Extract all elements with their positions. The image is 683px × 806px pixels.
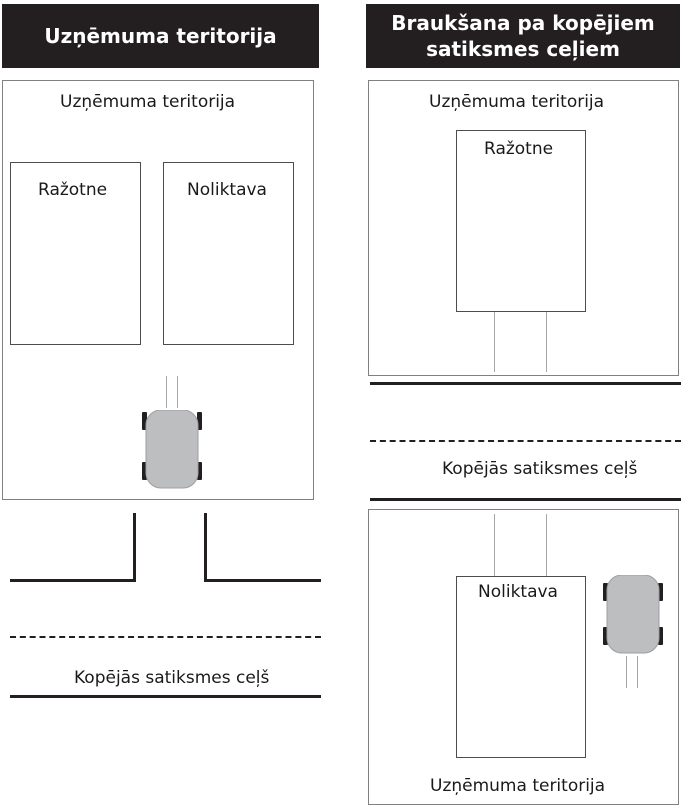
left-territory-label: Uzņēmuma teritorija <box>60 92 236 112</box>
left-road-label: Kopējās satiksmes ceļš <box>74 668 270 688</box>
right-bottom-track-left <box>494 514 495 576</box>
left-header: Uzņēmuma teritorija <box>2 4 319 68</box>
left-header-title: Uzņēmuma teritorija <box>44 24 277 48</box>
right-header-line2: satiksmes ceļiem <box>426 37 620 61</box>
right-car-track-right <box>637 656 638 688</box>
right-top-territory-panel <box>368 80 679 376</box>
left-road-centerline <box>10 636 321 638</box>
right-header-line1: Braukšana pa kopējiem <box>391 11 655 35</box>
car-icon <box>142 410 202 489</box>
right-road-centerline <box>370 440 681 442</box>
left-car-track-left <box>166 376 167 408</box>
car-body <box>145 410 199 489</box>
car-icon <box>603 575 663 654</box>
left-entrance-left-vertical <box>133 513 136 581</box>
left-territory-panel <box>2 80 314 500</box>
right-bottom-territory-label: Uzņēmuma teritorija <box>430 776 606 796</box>
left-entrance-right-vertical <box>204 513 207 581</box>
right-car-track-left <box>626 656 627 688</box>
left-production-box <box>10 162 141 345</box>
car-body <box>606 575 660 654</box>
right-road-bottom-edge <box>370 498 681 501</box>
right-bottom-track-right <box>546 514 547 576</box>
right-header: Braukšana pa kopējiem satiksmes ceļiem <box>366 4 680 68</box>
right-top-territory-label: Uzņēmuma teritorija <box>429 92 605 112</box>
right-warehouse-box <box>456 576 586 758</box>
right-top-track-right <box>546 312 547 372</box>
left-warehouse-box <box>163 162 294 345</box>
right-road-top-edge <box>370 382 681 385</box>
right-road-label: Kopējās satiksmes ceļš <box>442 459 638 479</box>
left-road-bottom-edge <box>10 695 321 698</box>
left-road-top-edge-left <box>10 579 136 582</box>
right-production-label: Ražotne <box>484 139 554 159</box>
right-top-track-left <box>494 312 495 372</box>
left-production-label: Ražotne <box>38 180 108 200</box>
right-production-box <box>456 130 586 312</box>
right-bottom-territory-panel <box>368 509 679 805</box>
right-warehouse-label: Noliktava <box>478 582 558 602</box>
left-car-track-right <box>177 376 178 408</box>
left-warehouse-label: Noliktava <box>187 180 267 200</box>
left-road-top-edge-right <box>204 579 321 582</box>
